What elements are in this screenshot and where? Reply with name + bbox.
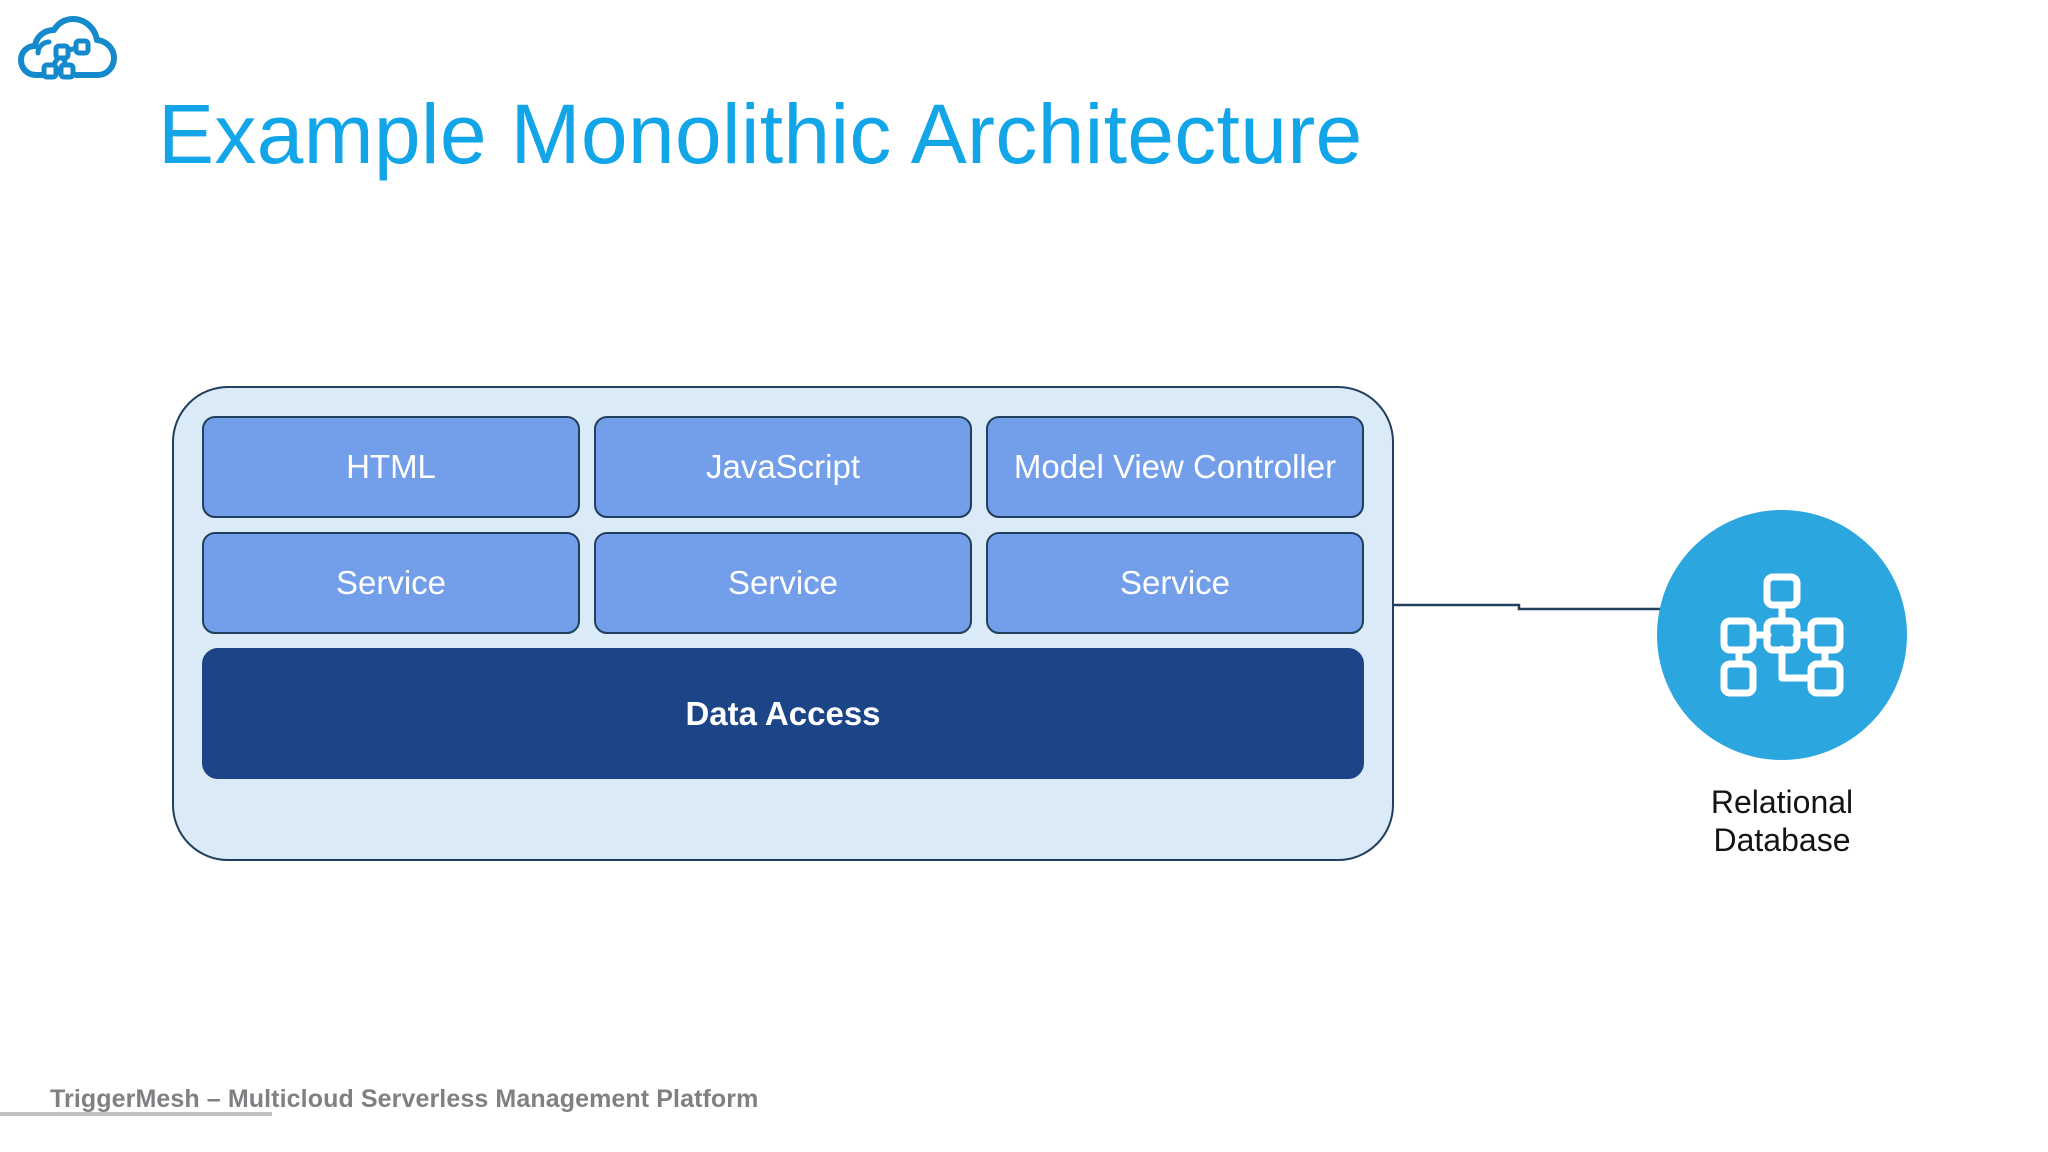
presentation-tier-row: HTML JavaScript Model View Controller	[202, 416, 1364, 518]
database-circle[interactable]	[1657, 510, 1907, 760]
monolith-to-database-connector	[1394, 600, 1662, 614]
page-title: Example Monolithic Architecture	[158, 87, 1363, 181]
monolith-container: HTML JavaScript Model View Controller Se…	[172, 386, 1394, 861]
footer-text: TriggerMesh – Multicloud Serverless Mana…	[50, 1085, 759, 1113]
triggermesh-cloud-network-logo	[14, 12, 122, 90]
tier-box-html[interactable]: HTML	[202, 416, 580, 518]
footer-divider	[0, 1112, 272, 1116]
tier-box-service-3[interactable]: Service	[986, 532, 1364, 634]
database-label-line2: Database	[1713, 821, 1851, 858]
database-label-line1: Relational	[1710, 784, 1854, 820]
database-network-icon	[1720, 573, 1844, 697]
service-tier-row: Service Service Service	[202, 532, 1364, 634]
tier-box-service-2[interactable]: Service	[594, 532, 972, 634]
tier-box-model-view-controller[interactable]: Model View Controller	[986, 416, 1364, 518]
tier-box-javascript[interactable]: JavaScript	[594, 416, 972, 518]
relational-database-node: Relational Database	[1657, 510, 1907, 860]
tier-box-service-1[interactable]: Service	[202, 532, 580, 634]
database-label: Relational Database	[1657, 784, 1907, 860]
data-access-bar[interactable]: Data Access	[202, 648, 1364, 779]
